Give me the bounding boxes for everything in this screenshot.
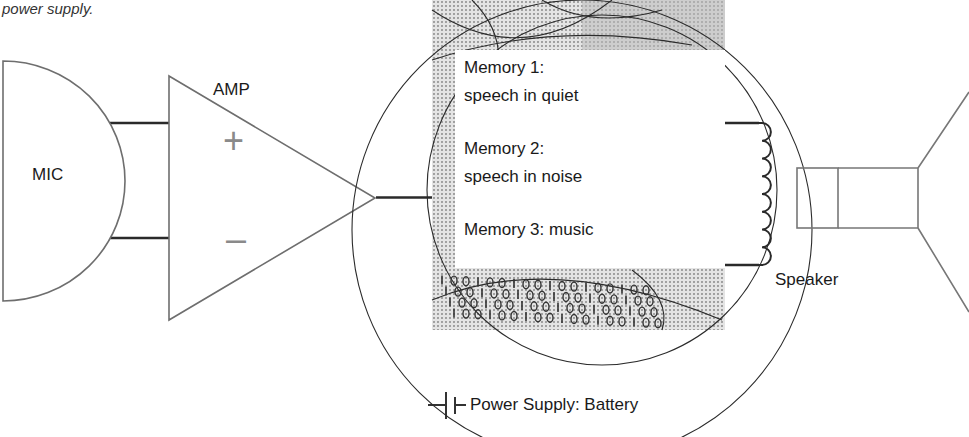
binary-texture <box>442 276 661 328</box>
power-label: Power Supply: Battery <box>470 394 638 416</box>
microphone-shape: MIC <box>2 60 126 302</box>
microphone-shape-outline <box>2 60 126 302</box>
speaker-cone <box>918 92 969 312</box>
amplifier-triangle: AMP + – <box>168 75 376 321</box>
amp-label: AMP <box>213 79 250 101</box>
minus-sign: – <box>226 215 246 262</box>
mic-label: MIC <box>32 164 63 186</box>
memory-setting: Memory 2: speech in noise <box>464 135 598 191</box>
signal-wire <box>725 122 759 125</box>
memory-setting: Memory 3: music <box>464 216 598 244</box>
plus-sign: + <box>223 117 244 164</box>
memory-panel: Memory 1: speech in quietMemory 2: speec… <box>455 50 725 268</box>
speaker-symbol: Speaker <box>758 0 969 340</box>
amplifier-triangle-outline <box>168 75 376 321</box>
magnet <box>797 168 838 228</box>
voice-coil <box>758 123 771 265</box>
processor-box: Memory 1: speech in quietMemory 2: speec… <box>432 0 725 330</box>
signal-wire <box>110 237 169 240</box>
signal-wire <box>110 122 169 125</box>
signal-wire <box>725 264 759 267</box>
caption-text: power supply. <box>2 0 93 17</box>
memory-setting: Memory 1: speech in quiet <box>464 54 598 110</box>
speaker-label: Speaker <box>775 269 838 291</box>
signal-wire <box>376 196 433 199</box>
